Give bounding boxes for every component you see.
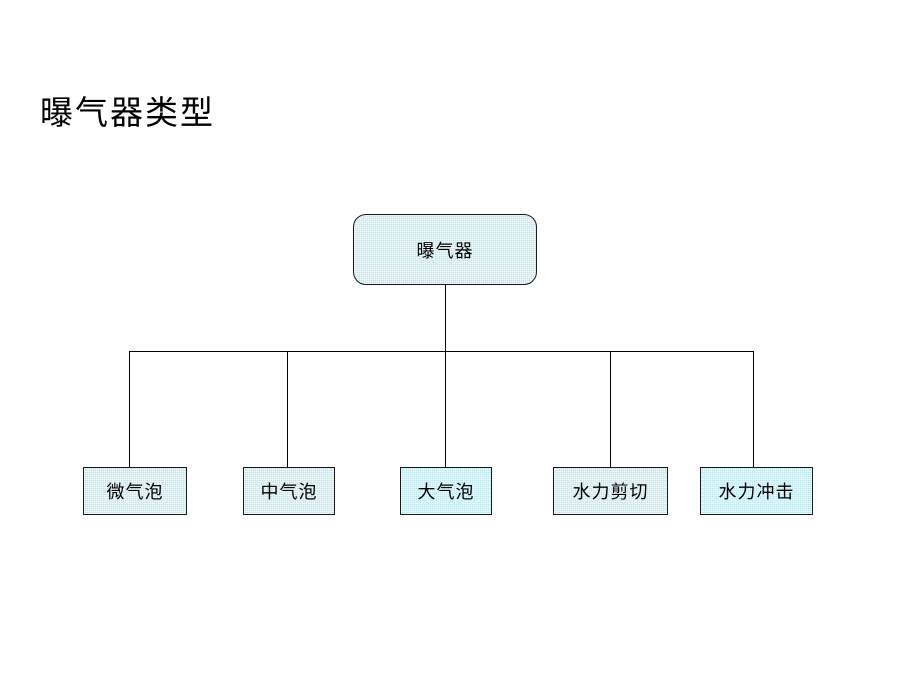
connector-drop-5 — [753, 351, 754, 467]
node-label: 水力剪切 — [572, 482, 649, 503]
diagram-node-hydraulic-shear[interactable]: 水力剪切 — [553, 467, 668, 515]
diagram-node-medium-bubble[interactable]: 中气泡 — [243, 467, 335, 515]
diagram-node-root[interactable]: 曝气器 — [353, 214, 537, 285]
diagram-node-hydraulic-impact[interactable]: 水力冲击 — [700, 467, 813, 515]
diagram-node-micro-bubble[interactable]: 微气泡 — [83, 467, 187, 515]
node-label: 大气泡 — [417, 482, 475, 503]
page-title: 曝气器类型 — [40, 93, 215, 132]
node-label: 中气泡 — [260, 482, 318, 503]
connector-drop-2 — [287, 351, 288, 467]
node-label: 微气泡 — [106, 482, 164, 503]
connector-drop-1 — [129, 351, 130, 467]
connector-drop-3 — [445, 351, 446, 467]
node-label: 曝气器 — [416, 240, 474, 262]
diagram-node-large-bubble[interactable]: 大气泡 — [400, 467, 492, 515]
node-label: 水力冲击 — [718, 482, 795, 503]
connector-root-trunk — [445, 285, 446, 351]
connector-drop-4 — [610, 351, 611, 467]
connector-horizontal-bus — [129, 351, 754, 352]
